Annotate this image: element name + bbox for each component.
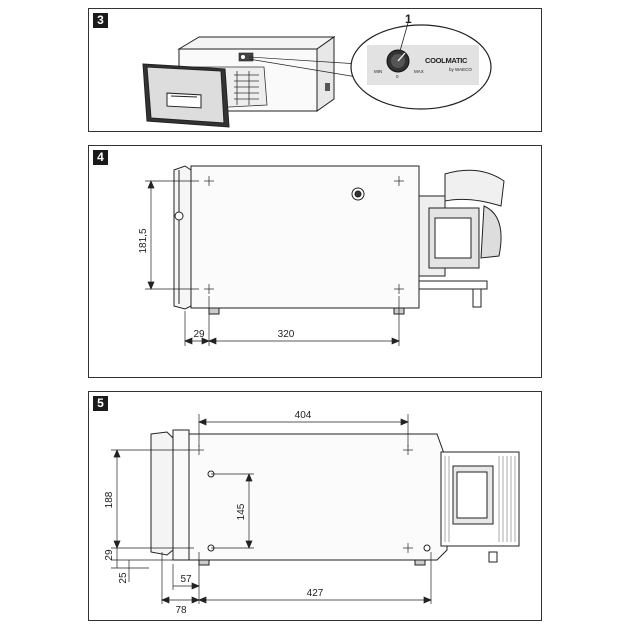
mounting-flange xyxy=(172,429,190,561)
drawer-fridge-illustration: MIN MAX 0 COOLMATIC by WAECO 1 xyxy=(142,12,492,128)
dim-front1: 57 xyxy=(180,574,192,585)
main-body xyxy=(190,165,420,309)
dim-total: 427 xyxy=(307,588,324,599)
side-view-drawing: 181,5 29 320 xyxy=(138,165,505,346)
dim-depth: 320 xyxy=(278,329,295,340)
panel-3: 3 xyxy=(88,8,542,132)
front-handle xyxy=(174,211,184,221)
dim-top: 404 xyxy=(295,410,312,421)
front-frame xyxy=(150,431,174,556)
panel-5: 5 xyxy=(88,391,542,621)
brand-logo: COOLMATIC xyxy=(425,56,468,65)
dim-base: 29 xyxy=(104,549,115,561)
knob-zero-label: 0 xyxy=(396,74,399,79)
callout-1: 1 xyxy=(405,12,412,26)
panel-4: 4 xyxy=(88,145,542,378)
dim-front2: 78 xyxy=(175,605,187,616)
rear-foot xyxy=(472,288,482,308)
dim-foot: 25 xyxy=(118,572,129,584)
dim-height: 181,5 xyxy=(138,228,149,253)
condenser-top xyxy=(444,169,505,207)
drawer-front xyxy=(142,63,230,128)
knob-min-label: MIN xyxy=(374,69,382,74)
base-rail xyxy=(418,280,488,290)
main-body xyxy=(188,433,448,561)
panel-number: 3 xyxy=(93,13,108,28)
dim-front: 29 xyxy=(193,329,205,340)
panel-number: 5 xyxy=(93,396,108,411)
panel-number: 4 xyxy=(93,150,108,165)
knob-max-label: MAX xyxy=(414,69,424,74)
brand-sub: by WAECO xyxy=(449,67,472,72)
dim-inner: 145 xyxy=(236,503,247,520)
dim-height: 188 xyxy=(104,491,115,508)
mounting-view-drawing: 404 188 145 29 25 57 78 427 xyxy=(104,410,520,616)
front-panel xyxy=(173,165,192,310)
cabinet-foot xyxy=(325,83,330,91)
